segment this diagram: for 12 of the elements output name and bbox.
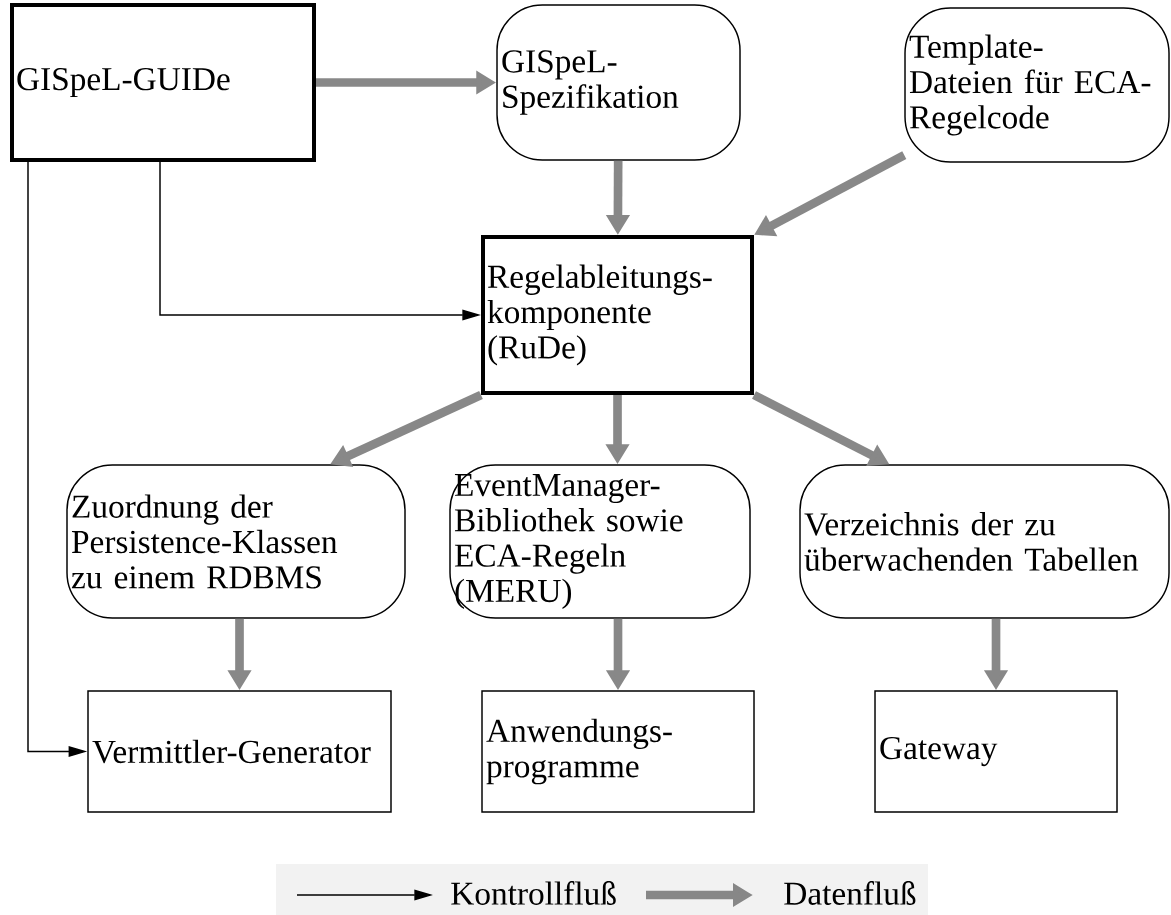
process-box: Vermittler-Generator [87, 690, 392, 813]
legend-label: Datenfluß [784, 881, 916, 905]
legend-label: Kontrollfluß [451, 881, 616, 905]
rounded-box: GISpeL-Spezifikation [496, 4, 741, 161]
process-box: Anwendungs- programme [481, 690, 755, 813]
process-box: GISpeL-GUIDe [10, 3, 316, 162]
rounded-box: Verzeichnis der zu überwachenden Tabellen [799, 464, 1170, 619]
process-box: Regelableitungs- komponente (RuDe) [481, 235, 754, 395]
process-box: Gateway [874, 690, 1118, 813]
rounded-box: Template-Dateien für ECA-Regelcode [904, 7, 1170, 163]
rounded-box: Zuordnung der Persistence-Klassen zu einem RDBMS [66, 464, 406, 619]
rounded-box: EventManager-Bibliothek sowie ECA-Regeln (MERU) [449, 464, 751, 619]
